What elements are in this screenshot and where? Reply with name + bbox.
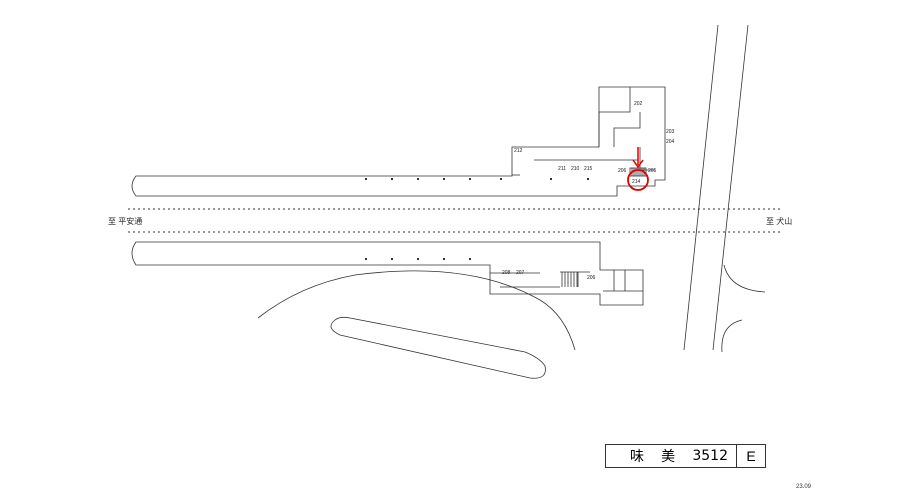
exit-206: 206 (618, 168, 627, 174)
highlight-marker (627, 147, 649, 191)
exit-215: 215 (584, 166, 593, 172)
exit-210: 210 (571, 166, 580, 172)
exit-208: 208 (502, 270, 511, 276)
direction-right: 至 犬山 (766, 216, 792, 226)
station-sign: 味 美 3512 E (605, 444, 766, 468)
north-platform (131, 86, 666, 197)
exit-214: 214 (632, 179, 641, 185)
platform-markers (365, 178, 589, 260)
highlight-circle (627, 169, 649, 191)
south-platform (131, 241, 644, 306)
stairs-south (560, 271, 590, 287)
station-name-char-2: 美 (661, 449, 676, 465)
exit-205: 205 (648, 168, 657, 174)
exit-202: 202 (634, 101, 643, 107)
road (683, 24, 719, 351)
exit-203: 203 (666, 129, 675, 135)
exit-labels: 202 203 204 205 206 212 211 210 215 214 … (502, 101, 675, 281)
exit-206-south: 206 (587, 275, 596, 281)
station-name-char-1: 味 (630, 449, 644, 465)
exit-204: 204 (666, 139, 675, 145)
building-outline (490, 270, 643, 292)
road (721, 319, 743, 353)
station-number: 3512 (692, 448, 728, 464)
road (712, 24, 749, 351)
road-island (330, 316, 546, 379)
building-outline (598, 87, 631, 147)
road (723, 264, 766, 293)
direction-left: 至 平安通 (108, 216, 142, 226)
exit-211: 211 (558, 166, 566, 172)
exit-code: E (746, 448, 756, 464)
exit-212: 212 (514, 148, 523, 154)
road (257, 270, 576, 351)
building-outline (534, 112, 655, 171)
exit-207: 207 (516, 270, 525, 276)
date-label: 23.09 (796, 484, 812, 490)
